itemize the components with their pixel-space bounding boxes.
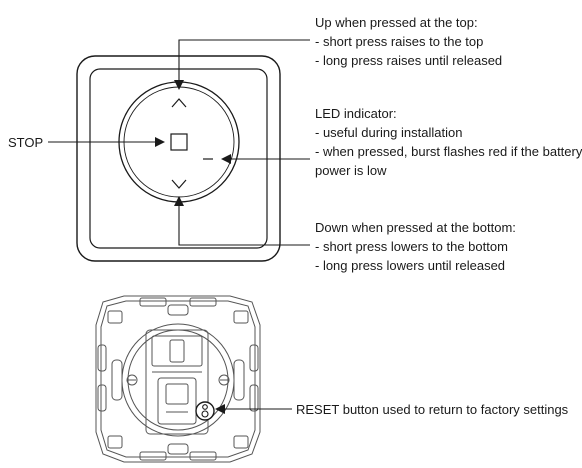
stop-square-icon[interactable]	[170, 133, 188, 151]
chevron-up-icon[interactable]	[171, 98, 187, 108]
switch-mechanism	[95, 295, 261, 463]
up-leader-line	[174, 39, 310, 90]
led-line-3: power is low	[315, 163, 387, 178]
down-leader-line	[174, 196, 310, 246]
led-line-1: - useful during installation	[315, 125, 463, 140]
stop-label: STOP	[8, 135, 44, 150]
down-line-1: - short press lowers to the bottom	[315, 239, 508, 254]
down-heading: Down when pressed at the bottom:	[315, 220, 516, 235]
reset-leader-line	[215, 404, 292, 414]
up-line-1: - short press raises to the top	[315, 34, 484, 49]
up-heading: Up when pressed at the top:	[315, 15, 478, 30]
stop-leader-line	[48, 137, 165, 147]
led-description: LED indicator: - useful during installat…	[315, 104, 582, 180]
led-heading: LED indicator:	[315, 106, 397, 121]
reset-label: RESET button used to return to factory s…	[296, 402, 569, 417]
led-line-2: - when pressed, burst flashes red if the…	[315, 144, 582, 159]
chevron-down-icon[interactable]	[171, 179, 187, 189]
reset-button-icon[interactable]	[195, 401, 215, 421]
led-leader-line	[221, 154, 310, 164]
up-line-2: - long press raises until released	[315, 53, 503, 68]
up-description: Up when pressed at the top: - short pres…	[315, 13, 502, 70]
down-description: Down when pressed at the bottom: - short…	[315, 218, 516, 275]
down-line-2: - long press lowers until released	[315, 258, 506, 273]
